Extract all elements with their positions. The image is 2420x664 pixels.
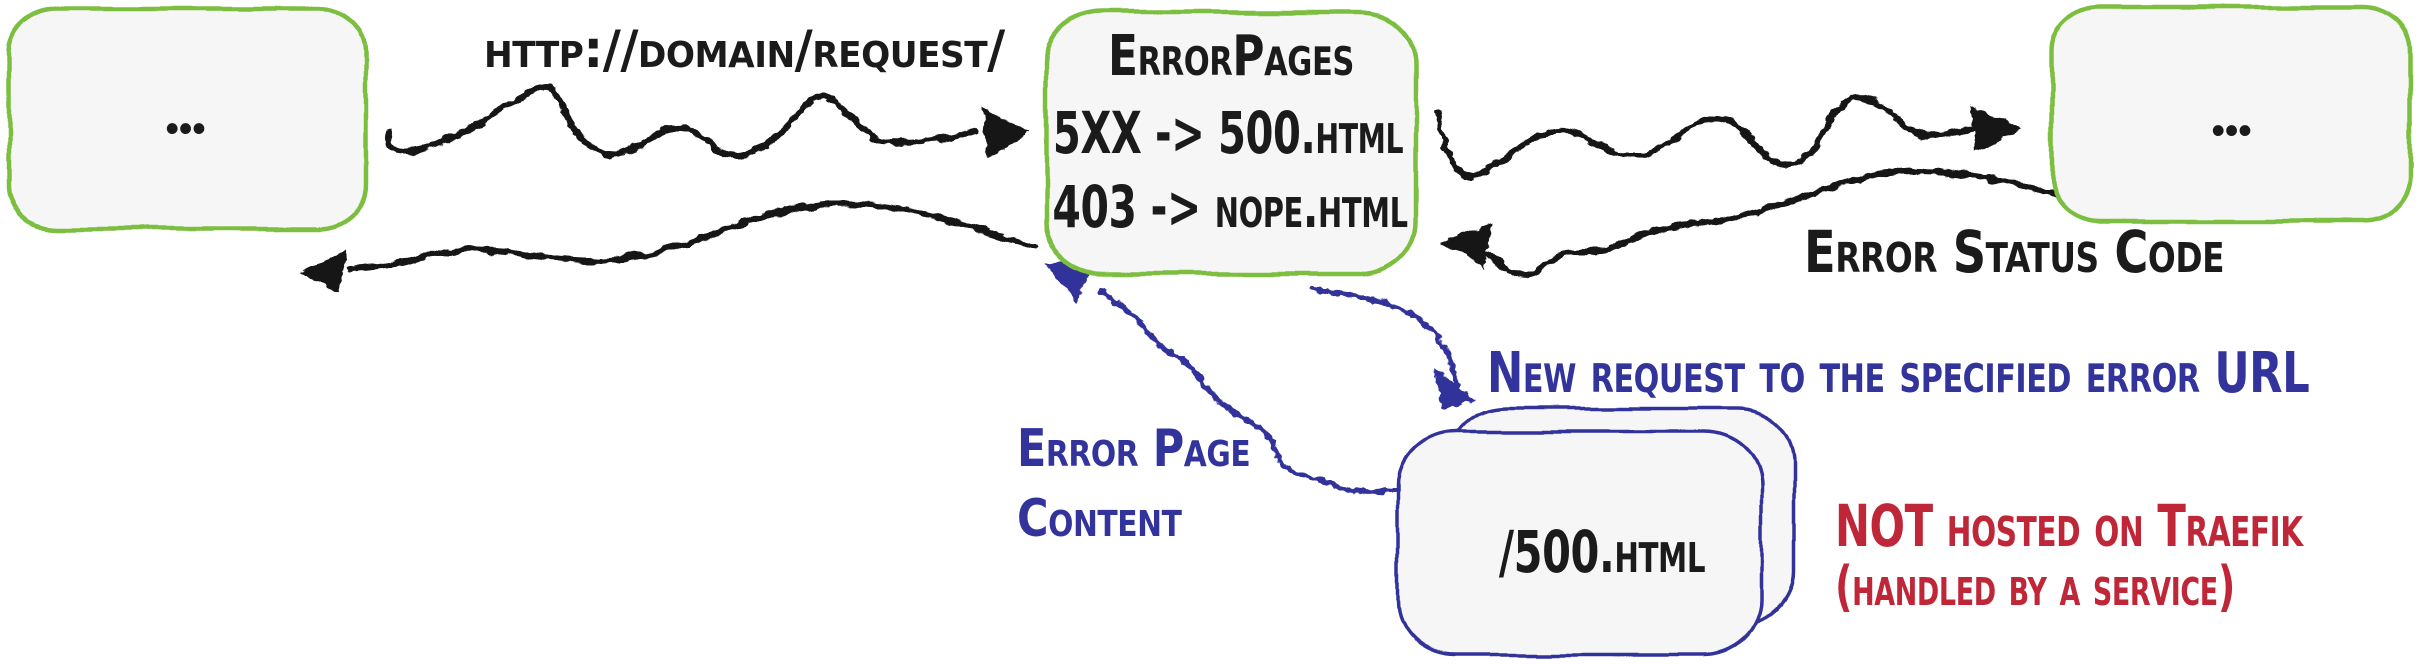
not-hosted-note: NOT hosted on Traefik: [1835, 492, 2303, 560]
client-node-box: [6, 6, 369, 232]
backend-node-rect: [2049, 4, 2413, 224]
middleware-rule-5xx: 5XX -> 500.html: [1052, 99, 1404, 167]
error-status-label: Error Status Code: [1804, 218, 2225, 286]
new-request-arrow: [1309, 286, 1475, 410]
request-arrow-path: [384, 83, 979, 161]
request-arrowhead: [982, 108, 1030, 158]
error-page-front-rect: [1396, 429, 1764, 657]
error-status-arrow-path: [1485, 167, 2057, 279]
middleware-node-box: [1043, 9, 1419, 277]
error-status-arrowhead: [1440, 223, 1492, 268]
error-page-front-box: [1396, 429, 1764, 657]
forward-arrow: [1435, 94, 2020, 179]
error-page-content-arrow-path: [1097, 288, 1397, 495]
client-node-label: ...: [159, 56, 212, 153]
client-node-rect: [6, 6, 369, 232]
request-arrow: [384, 83, 1030, 161]
error-page-file-label: /500.html: [1498, 518, 1706, 586]
response-arrow-path: [347, 201, 1037, 272]
forward-arrowhead: [1971, 106, 2020, 153]
forward-arrow-path: [1435, 94, 1975, 179]
middleware-node-rect: [1043, 9, 1419, 277]
new-request-arrowhead: [1434, 368, 1475, 410]
response-arrowhead: [299, 249, 348, 293]
backend-node-label: ...: [2205, 58, 2258, 155]
handled-by-note: (handled by a service): [1835, 555, 2235, 618]
middleware-title: ErrorPages: [1108, 24, 1354, 89]
request-url-label: http://domain/request/: [484, 20, 1005, 80]
error-page-content-label: Error Page Content: [1017, 419, 1251, 549]
error-status-arrow: [1440, 167, 2057, 279]
middleware-rule-403: 403 -> nope.html: [1052, 173, 1408, 241]
new-request-label: New request to the specified error URL: [1487, 341, 2310, 406]
backend-node-box: [2049, 4, 2413, 224]
response-arrow: [299, 201, 1037, 293]
new-request-arrow-path: [1309, 286, 1460, 389]
